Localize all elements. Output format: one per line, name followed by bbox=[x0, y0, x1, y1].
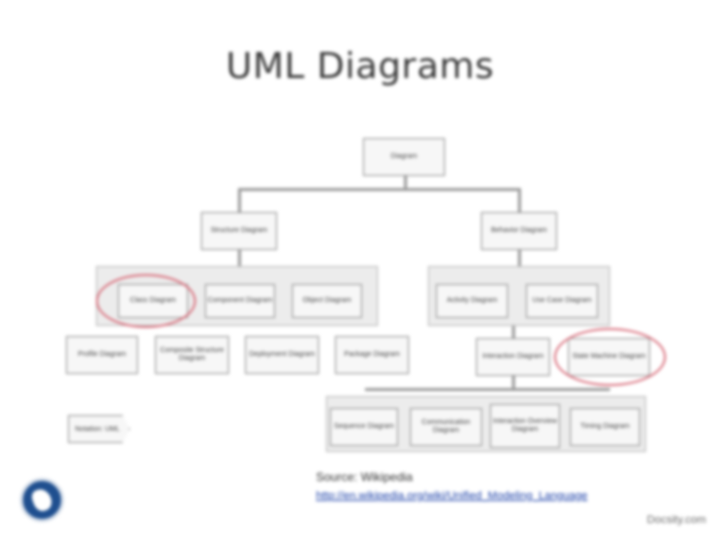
diagram-box-root: Diagram bbox=[363, 138, 445, 176]
diagram-box-structure: Structure Diagram bbox=[201, 212, 277, 250]
highlight-state-machine bbox=[554, 328, 666, 386]
diagram-box-label: Communication Diagram bbox=[421, 418, 471, 434]
connector bbox=[404, 176, 407, 190]
connector bbox=[512, 376, 515, 390]
diagram-box-label: Activity Diagram bbox=[446, 296, 498, 304]
diagram-box-label: Interaction Diagram bbox=[482, 352, 544, 360]
diagram-box-sequence: Sequence Diagram bbox=[330, 408, 398, 446]
diagram-box-composite: Composite Structure Diagram bbox=[155, 336, 229, 374]
diagram-box-label: Behavior Diagram bbox=[490, 226, 548, 234]
highlight-class-diagram bbox=[96, 274, 196, 328]
diagram-box-interaction: Interaction Diagram bbox=[476, 338, 550, 376]
diagram-box-activity: Activity Diagram bbox=[436, 284, 508, 318]
notation-note: Notation: UML bbox=[68, 415, 130, 443]
connector bbox=[518, 250, 521, 268]
diagram-box-object: Object Diagram bbox=[292, 284, 362, 318]
diagram-box-timing: Timing Diagram bbox=[570, 408, 640, 446]
diagram-box-label: Profile Diagram bbox=[77, 350, 127, 358]
diagram-box-label: Composite Structure Diagram bbox=[160, 346, 224, 362]
connector bbox=[238, 250, 241, 268]
diagram-box-label: Interaction Overview Diagram bbox=[493, 417, 557, 433]
institution-logo bbox=[20, 478, 64, 522]
diagram-box-label: Diagram bbox=[390, 152, 418, 160]
source-label: Source: Wikipedia bbox=[316, 470, 413, 484]
diagram-box-label: Structure Diagram bbox=[210, 226, 268, 234]
diagram-box-label: Use Case Diagram bbox=[532, 296, 592, 304]
logo-mark-icon bbox=[29, 486, 55, 514]
connector bbox=[238, 188, 241, 212]
diagram-box-interaction-overview: Interaction Overview Diagram bbox=[490, 404, 560, 448]
diagram-box-behavior: Behavior Diagram bbox=[481, 212, 557, 250]
source-link[interactable]: http://en.wikipedia.org/wiki/Unified_Mod… bbox=[316, 490, 588, 502]
diagram-box-label: Package Diagram bbox=[344, 350, 400, 358]
diagram-box-component: Component Diagram bbox=[205, 284, 275, 318]
connector bbox=[238, 188, 521, 191]
diagram-box-package: Package Diagram bbox=[335, 336, 409, 374]
diagram-box-label: Sequence Diagram bbox=[334, 422, 394, 430]
footer-brand[interactable]: Docsity.com bbox=[646, 514, 706, 526]
diagram-box-label: Deployment Diagram bbox=[249, 350, 315, 358]
connector bbox=[518, 188, 521, 212]
diagram-box-label: Object Diagram bbox=[302, 296, 352, 304]
connector bbox=[512, 316, 515, 338]
diagram-box-use-case: Use Case Diagram bbox=[526, 284, 598, 318]
diagram-box-label: Timing Diagram bbox=[580, 422, 630, 430]
connector bbox=[365, 388, 610, 391]
diagram-box-deployment: Deployment Diagram bbox=[245, 336, 319, 374]
diagram-box-communication: Communication Diagram bbox=[410, 408, 482, 446]
diagram-box-profile: Profile Diagram bbox=[66, 336, 138, 374]
slide-title: UML Diagrams bbox=[225, 46, 495, 87]
diagram-box-label: Component Diagram bbox=[207, 296, 273, 304]
